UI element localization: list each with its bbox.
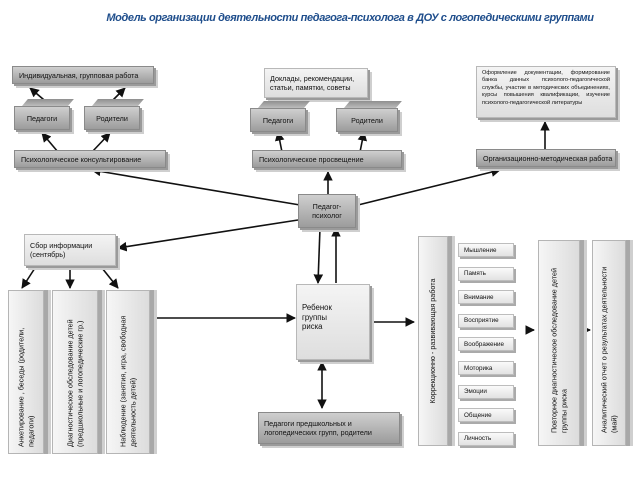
correction-item: Эмоции bbox=[458, 384, 514, 399]
correction-item: Моторика bbox=[458, 361, 514, 375]
left-parents-box: Родители bbox=[84, 106, 140, 130]
info-gathering-box: Сбор информации (сентябрь) bbox=[24, 234, 116, 266]
survey-column: Анкетирование , беседы (родители, педаго… bbox=[8, 290, 44, 454]
observation-column: Наблюдение (занятия, игра, свободная дея… bbox=[106, 290, 150, 454]
diagram-title: Модель организации деятельности педагога… bbox=[106, 12, 594, 24]
psychologist-box: Педагог-психолог bbox=[298, 194, 356, 228]
teachers-parents-box: Педагоги предшкольных и логопедических г… bbox=[258, 412, 400, 444]
individual-group-work-box: Индивидуальная, групповая работа bbox=[12, 66, 154, 84]
org-methodical-work-box: Организационно-методическая работа bbox=[476, 149, 616, 167]
left-teachers-box: Педагоги bbox=[14, 106, 70, 130]
prism-top bbox=[258, 101, 310, 108]
prism-top bbox=[92, 99, 144, 106]
correction-item: Личность bbox=[458, 431, 514, 446]
psych-education-box: Психологическое просвещение bbox=[252, 150, 402, 168]
child-at-risk-box: Ребенок группы риска bbox=[296, 284, 370, 360]
correction-item: Мышление bbox=[458, 243, 514, 257]
mid-parents-box: Родители bbox=[336, 108, 398, 132]
correction-work-column: Коррекционно - развивающая работа bbox=[418, 236, 448, 446]
repeat-diagnosis-column: Повторное диагностическое обследование д… bbox=[538, 240, 580, 446]
psych-consulting-box: Психологическое консультирование bbox=[14, 150, 166, 168]
correction-item: Память bbox=[458, 266, 514, 281]
correction-item: Внимание bbox=[458, 290, 514, 305]
prism-top bbox=[344, 101, 402, 108]
prism-top bbox=[22, 99, 74, 106]
correction-item: Восприятие bbox=[458, 313, 514, 328]
correction-item: Воображение bbox=[458, 337, 514, 352]
analytic-report-column: Аналитический отчет о результатах деятел… bbox=[592, 240, 626, 446]
correction-item: Общение bbox=[458, 408, 514, 423]
diagnostic-column: Диагностическое обследование детей (пред… bbox=[52, 290, 98, 454]
reports-recommendations-box: Доклады, рекомендации, статьи, памятки, … bbox=[264, 68, 368, 98]
documentation-box: Оформление документации, формирование ба… bbox=[476, 66, 616, 118]
mid-teachers-box: Педагоги bbox=[250, 108, 306, 132]
